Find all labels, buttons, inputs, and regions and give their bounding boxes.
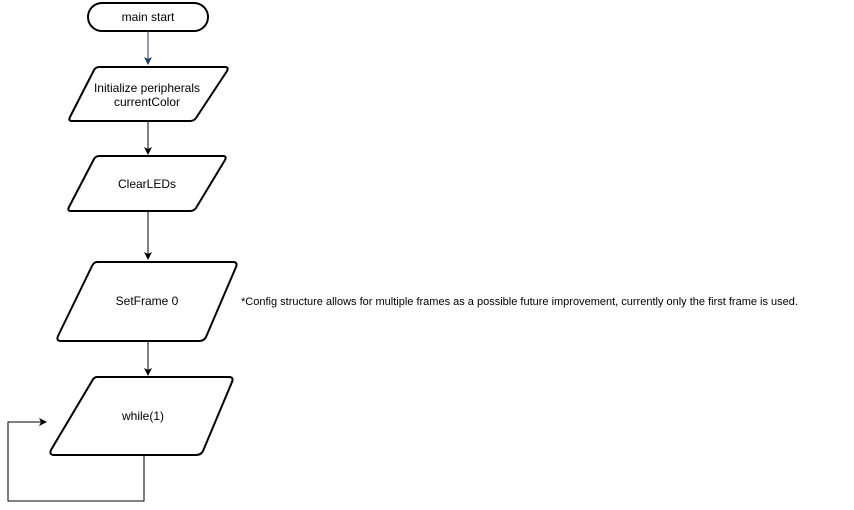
node-clearleds-shape [67, 155, 227, 212]
node-clearleds: ClearLEDs [67, 155, 227, 212]
node-initialize-label-line1: Initialize peripherals [94, 81, 200, 95]
edge-loop-back [7, 418, 145, 502]
node-setframe-shape [56, 261, 238, 342]
node-clearleds-label: ClearLEDs [118, 177, 176, 191]
node-while-loop-shape [49, 376, 234, 456]
note-text: *Config structure allows for multiple fr… [241, 296, 798, 308]
start-node-label: main start [122, 10, 175, 24]
node-setframe: SetFrame 0 [56, 261, 238, 342]
start-node: main start [87, 2, 209, 32]
node-initialize-shape [68, 66, 229, 122]
node-while-loop-label: while(1) [121, 409, 164, 423]
node-initialize-label-line2: currentColor [114, 95, 180, 109]
node-initialize: Initialize peripherals currentColor [68, 66, 229, 122]
node-setframe-label: SetFrame 0 [116, 294, 179, 308]
node-while-loop: while(1) [49, 376, 234, 456]
